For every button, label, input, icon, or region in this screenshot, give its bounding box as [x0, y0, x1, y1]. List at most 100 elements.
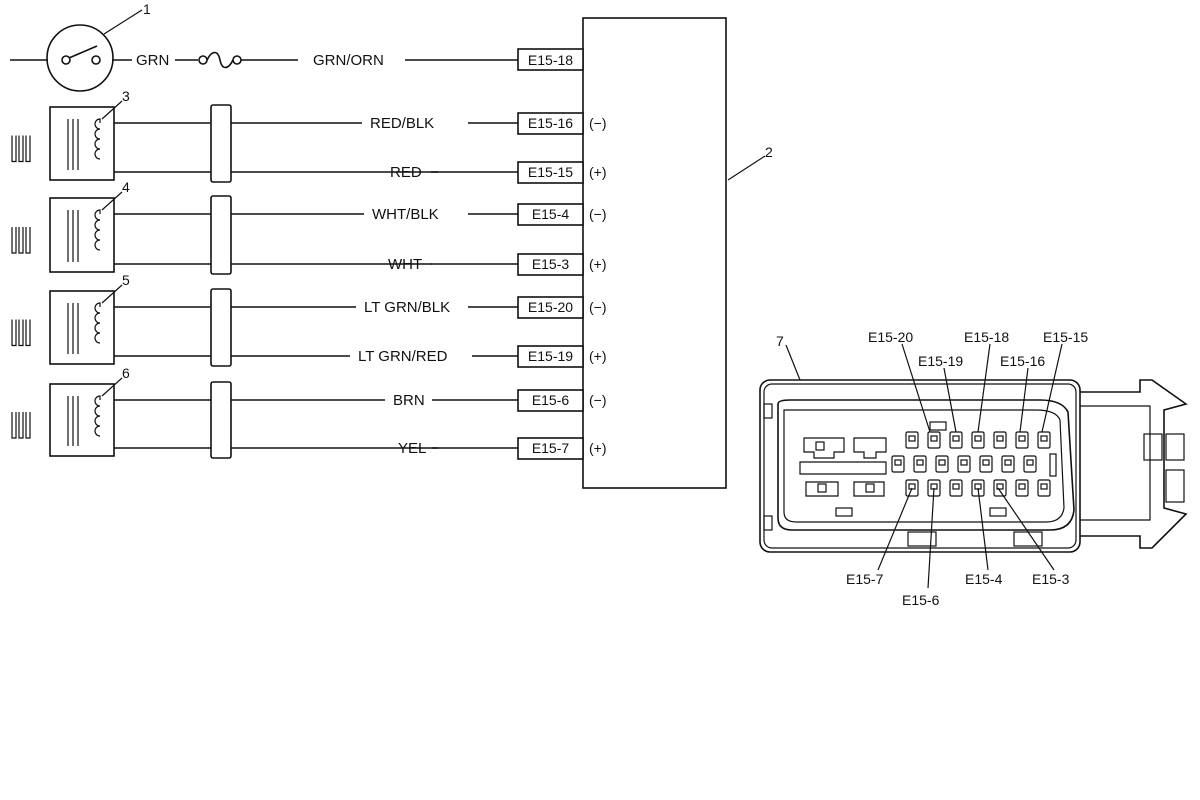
pin-cavity	[1015, 479, 1029, 497]
pin-box: E15-15 (+)	[517, 161, 607, 184]
wire-color-grn-orn: GRN/ORN	[313, 52, 384, 69]
wire-color-label: YEL	[398, 440, 426, 457]
wire-clip	[210, 195, 232, 275]
tone-wheel-icon	[11, 412, 31, 439]
wire-clip	[210, 288, 232, 367]
callout-7: 7	[776, 333, 784, 349]
pin-label: E15-3	[532, 256, 570, 272]
pin-label: E15-15	[1043, 329, 1088, 345]
wire-color-label: LT GRN/BLK	[364, 299, 450, 316]
polarity-label: (+)	[589, 440, 607, 456]
wire-color-label: WHT	[388, 256, 422, 273]
wire-color-label: BRN	[393, 392, 425, 409]
coil-icon	[94, 209, 101, 251]
pin-label: E15-20	[868, 329, 913, 345]
wire-clip	[210, 381, 232, 459]
wire-color-grn: GRN	[136, 52, 169, 69]
pin-label: E15-7	[846, 571, 884, 587]
pin-E15-18: E15-18	[517, 48, 584, 71]
pin-label: E15-18	[528, 52, 573, 68]
pin-label: E15-18	[964, 329, 1009, 345]
wire-color-label: RED	[390, 164, 422, 181]
wire-clip	[210, 104, 232, 183]
pin-cavity	[891, 455, 905, 473]
pin-label: E15-4	[965, 571, 1003, 587]
pin-cavity	[979, 455, 993, 473]
callout-2: 2	[765, 144, 773, 160]
pin-box: E15-3 (+)	[517, 253, 607, 276]
pin-box: E15-16(−)	[517, 112, 607, 135]
pin-cavity	[957, 455, 971, 473]
callout-1: 1	[143, 1, 151, 17]
tone-wheel-icon	[11, 227, 31, 254]
sensor-5: 5 LT GRN/BLK E15-20 (−) LT GRN/RED E15-19(+)	[11, 272, 607, 368]
fuse-icon	[198, 51, 242, 69]
pin-label: E15-6	[532, 392, 570, 408]
connector-label-top: E15-19	[918, 353, 963, 433]
pin-cavity	[993, 431, 1007, 449]
callout-3: 3	[122, 88, 130, 104]
connector-label-bottom: E15-7	[846, 487, 913, 587]
connector-label-bottom: E15-4	[965, 487, 1003, 587]
connector-label-top: E15-16	[1000, 353, 1045, 433]
connector-label-top: E15-20	[868, 329, 931, 433]
pin-box: E15-7 (+)	[517, 437, 607, 460]
polarity-label: (−)	[589, 115, 607, 131]
pin-box: E15-6 (−)	[517, 389, 607, 412]
pin-box: E15-4(−)	[517, 203, 607, 226]
polarity-label: (+)	[589, 164, 607, 180]
wire-color-label: RED/BLK	[370, 115, 434, 132]
connector-label-top: E15-15	[1041, 329, 1088, 433]
coil-icon	[94, 302, 101, 344]
pin-cavity	[971, 431, 985, 449]
sensor-body	[49, 106, 115, 181]
coil-icon	[94, 118, 101, 160]
sensor-body	[49, 383, 115, 457]
pin-cavity	[1037, 479, 1051, 497]
pin-cavity	[927, 431, 941, 449]
pin-cavity-grid	[891, 431, 1051, 497]
pin-label: E15-4	[532, 206, 570, 222]
connector-face: 7 E15-20E15-19E15-18E15-16E15-15E15-7E15…	[759, 329, 1188, 608]
callout-4: 4	[122, 179, 130, 195]
polarity-label: (+)	[589, 256, 607, 272]
pin-box: E15-19(+)	[517, 345, 607, 368]
sensor-body	[49, 197, 115, 273]
polarity-label: (−)	[589, 299, 607, 315]
tone-wheel-icon	[11, 135, 31, 163]
pin-box: E15-20 (−)	[517, 296, 607, 319]
pin-cavity	[1015, 431, 1029, 449]
pin-label: E15-15	[528, 164, 573, 180]
connector-label-top: E15-18	[964, 329, 1009, 433]
pin-label: E15-20	[528, 299, 573, 315]
pin-cavity	[1037, 431, 1051, 449]
pin-cavity	[913, 455, 927, 473]
pin-cavity	[935, 455, 949, 473]
polarity-label: (+)	[589, 348, 607, 364]
control-module: 2	[582, 17, 773, 489]
pin-cavity	[905, 431, 919, 449]
pin-label: E15-7	[532, 440, 570, 456]
pin-label: E15-6	[902, 592, 940, 608]
pin-label: E15-3	[1032, 571, 1070, 587]
callout-5: 5	[122, 272, 130, 288]
pin-cavity	[1023, 455, 1037, 473]
wire-color-label: LT GRN/RED	[358, 348, 448, 365]
pin-label: E15-19	[918, 353, 963, 369]
polarity-label: (−)	[589, 392, 607, 408]
wire-color-label: WHT/BLK	[372, 206, 439, 223]
callout-6: 6	[122, 365, 130, 381]
switch-component: 1 GRN GRN/ORN	[10, 1, 518, 92]
tone-wheel-icon	[11, 319, 31, 347]
pin-cavity	[949, 479, 963, 497]
coil-icon	[94, 395, 101, 437]
pin-cavity	[993, 479, 1007, 497]
connector-label-bottom: E15-3	[997, 487, 1070, 587]
pin-cavity	[949, 431, 963, 449]
